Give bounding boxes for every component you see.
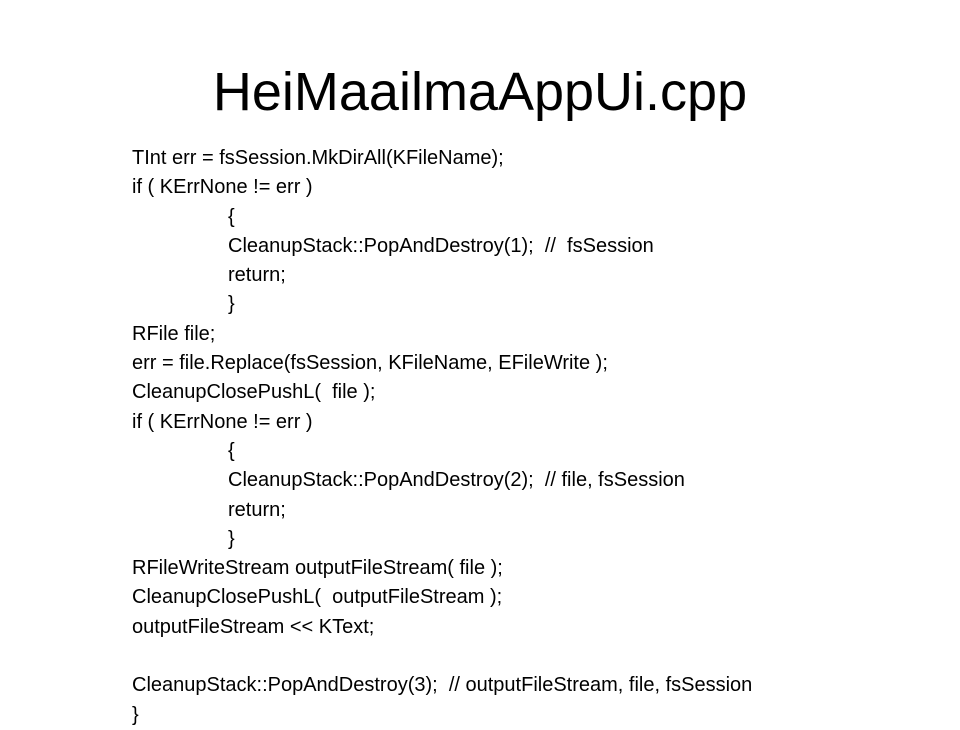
code-line: return; bbox=[228, 264, 286, 287]
code-blank-line bbox=[132, 642, 932, 671]
code-line: TInt err = fsSession.MkDirAll(KFileName)… bbox=[132, 147, 504, 169]
code-block: TInt err = fsSession.MkDirAll(KFileName)… bbox=[132, 144, 932, 730]
code-line: if ( KErrNone != err ) bbox=[132, 176, 313, 199]
code-line: } bbox=[132, 703, 139, 726]
code-line: CleanupClosePushL( file ); bbox=[132, 381, 376, 404]
code-line: if ( KErrNone != err ) bbox=[132, 410, 313, 433]
code-line: RFile file; bbox=[132, 322, 216, 345]
code-line: CleanupStack::PopAndDestroy(3); // outpu… bbox=[132, 674, 753, 697]
code-line: } bbox=[228, 527, 235, 550]
slide-title: HeiMaailmaAppUi.cpp bbox=[212, 62, 748, 122]
code-line: { bbox=[228, 205, 235, 228]
code-line: CleanupClosePushL( outputFileStream ); bbox=[132, 586, 503, 609]
code-line: { bbox=[228, 439, 235, 462]
code-line: err = file.Replace(fsSession, KFileName,… bbox=[132, 352, 608, 375]
code-line: CleanupStack::PopAndDestroy(2); // file,… bbox=[228, 469, 685, 492]
code-line: } bbox=[228, 293, 235, 316]
code-line: RFileWriteStream outputFileStream( file … bbox=[132, 557, 503, 580]
code-line: CleanupStack::PopAndDestroy(1); // fsSes… bbox=[228, 234, 654, 257]
code-line: outputFileStream << KText; bbox=[132, 615, 375, 638]
code-line: return; bbox=[228, 498, 286, 521]
